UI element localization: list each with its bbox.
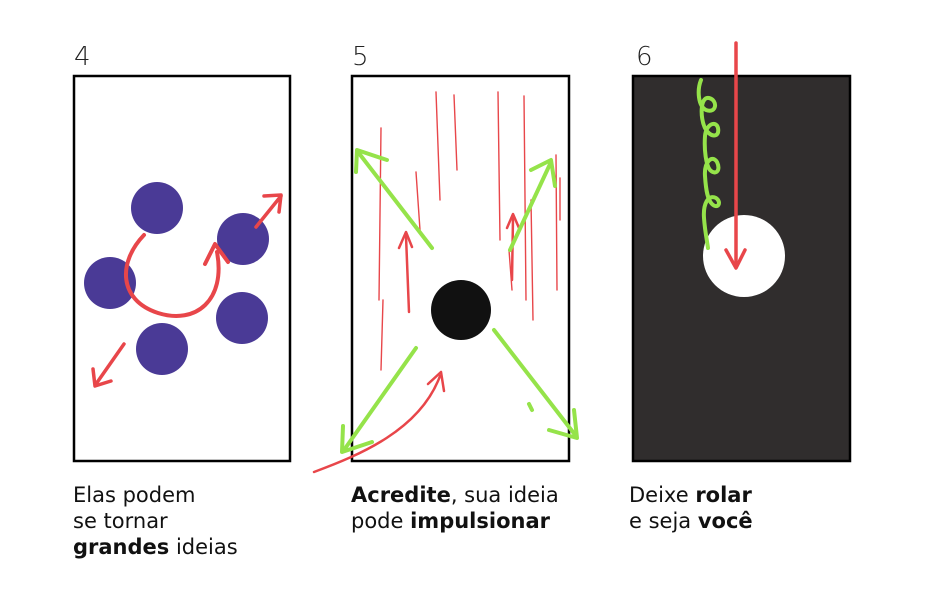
caption-line: grandes ideias [73,534,293,560]
caption-text: e seja [629,509,698,533]
caption-line: se tornar [73,508,293,534]
panel-6 [633,43,850,461]
white-ball [703,215,785,297]
caption-bold: impulsionar [410,509,550,533]
caption-line: Elas podem [73,482,293,508]
panel-4-caption: Elas podem se tornar grandes ideias [73,482,293,560]
caption-bold: você [698,509,753,533]
green-arrow-head [529,404,532,410]
caption-text: Deixe [629,483,695,507]
panel-4 [74,76,290,461]
caption-text: , sua ideia [451,483,559,507]
purple-circle [136,323,188,375]
caption-line: Deixe rolar [629,482,849,508]
purple-circle [131,182,183,234]
caption-line: e seja você [629,508,849,534]
panel-6-caption: Deixe rolar e seja você [629,482,849,534]
panel-5-caption: Acredite, sua ideia pode impulsionar [351,482,611,534]
panel-5 [314,76,577,472]
caption-text: ideias [169,535,237,559]
caption-text: pode [351,509,410,533]
panel-5-frame [352,76,569,461]
caption-bold: grandes [73,535,169,559]
caption-line: pode impulsionar [351,508,611,534]
caption-bold: rolar [695,483,752,507]
caption-line: Acredite, sua ideia [351,482,611,508]
black-ball [431,280,491,340]
purple-circle [216,292,268,344]
caption-bold: Acredite [351,483,451,507]
